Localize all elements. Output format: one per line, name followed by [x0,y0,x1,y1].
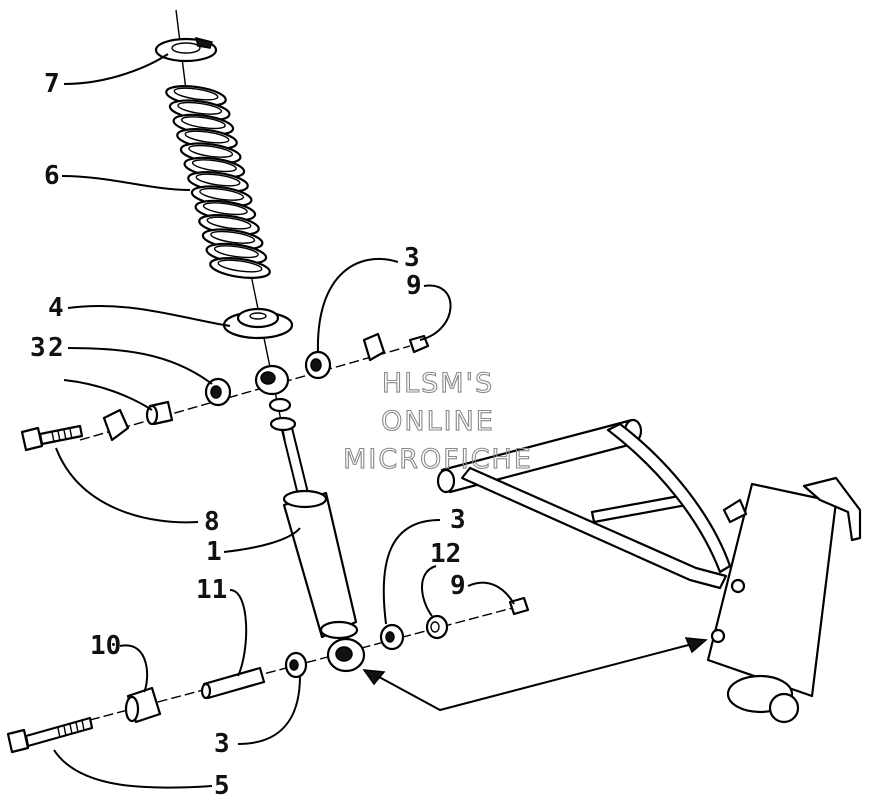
spring-coil-inner [210,230,256,244]
coil-spring [165,85,271,279]
callout-leader-lines [53,53,515,789]
upper-hardware [20,332,430,452]
callout-8: 8 [204,507,220,537]
spring-coil [209,257,271,279]
spring-coil-inner [199,187,245,201]
callout-11: 11 [196,575,227,605]
spring-coil-inner [217,259,263,273]
callout-12: 12 [430,539,461,569]
callout-6: 6 [44,161,60,191]
assembly-axis-lines [79,9,521,721]
spring-coil-inner [173,87,219,101]
spring-coil-inner [206,216,252,230]
shock-piston-rod [281,427,309,496]
watermark-line-2: ONLINE [381,406,495,437]
spring-coil-inner [195,173,241,187]
callout-7: 7 [44,69,60,99]
watermark-line-3: MICROFICHE [343,444,533,475]
callout-4: 4 [48,293,64,323]
lower-spring-seat [222,307,294,340]
upper-spring-retainer [154,36,218,63]
callout-2: 2 [48,333,64,363]
callout-3-upper-right: 3 [404,243,420,273]
spring-coil-inner [202,202,248,216]
callout-3-lower-left: 3 [214,729,230,759]
shock-lower-eye [326,637,366,673]
spring-coil-inner [184,130,230,144]
spring-coil-inner [177,101,223,115]
spring-coil-inner [191,159,237,173]
callout-labels: 7 6 4 3 2 3 9 8 1 11 10 3 12 9 3 5 [30,69,466,801]
callout-9-lower: 9 [450,571,466,601]
watermark: HLSM'S ONLINE MICROFICHE [343,367,533,475]
callout-3-upper-left: 3 [30,333,46,363]
lower-hardware [6,596,530,754]
shock-upper-eye [254,364,297,432]
a-arm-frame [436,418,862,724]
mounting-arrow [362,637,708,712]
callout-9-upper: 9 [406,271,422,301]
watermark-line-1: HLSM'S [382,368,494,399]
callout-10: 10 [90,631,121,661]
shock-absorber-body [282,489,359,640]
callout-5: 5 [214,771,230,801]
callout-1: 1 [206,537,222,567]
spring-coil-inner [180,116,226,130]
spring-coil-inner [188,144,234,158]
spring-coil-inner [213,245,259,259]
callout-3-lower-right: 3 [450,505,466,535]
